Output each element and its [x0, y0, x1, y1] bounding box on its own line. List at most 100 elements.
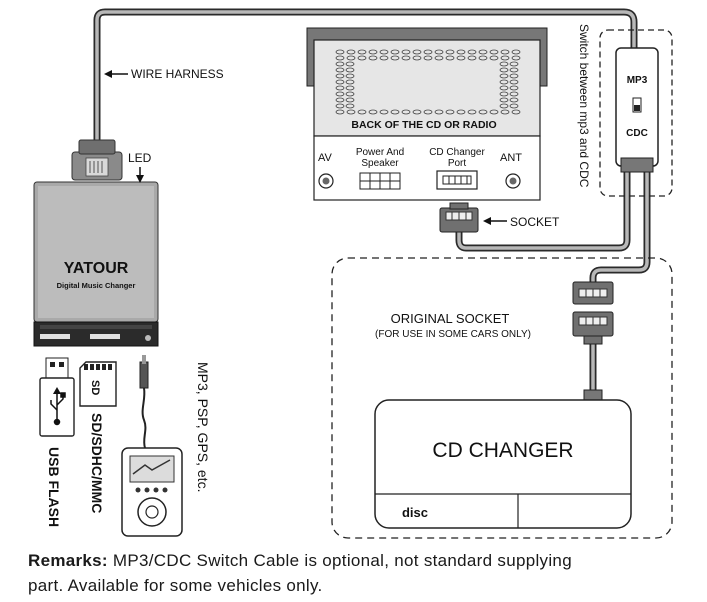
vent-hole	[445, 49, 455, 55]
vent-hole	[412, 49, 422, 55]
mp3-player	[121, 355, 183, 537]
vent-hole	[335, 61, 345, 67]
vent-hole	[412, 55, 422, 61]
original-socket-bottom	[572, 311, 614, 345]
vent-hole	[509, 73, 519, 79]
led-callout: LED	[128, 151, 152, 183]
vent-hole	[456, 55, 466, 61]
remarks-line-2: part. Available for some vehicles only.	[28, 576, 323, 595]
vent-hole	[379, 49, 389, 55]
switch-description: Switch between mp3 and CDC	[577, 24, 591, 188]
vent-hole	[345, 61, 355, 67]
vent-hole	[509, 103, 519, 109]
vent-hole	[434, 55, 444, 61]
vent-hole	[423, 55, 433, 61]
vent-hole	[511, 109, 521, 115]
vent-hole	[379, 55, 389, 61]
vent-hole	[335, 73, 345, 79]
sd-mmc-label: SD/SDHC/MMC	[89, 413, 105, 513]
vent-hole	[509, 79, 519, 85]
vent-hole	[335, 109, 345, 115]
vent-hole	[335, 55, 345, 61]
disc-logo: disc	[402, 505, 428, 520]
sd-card: SD	[79, 361, 117, 407]
vent-hole	[489, 49, 499, 55]
usb-flash-drive	[39, 357, 75, 437]
vent-hole	[511, 55, 521, 61]
original-socket-top	[572, 281, 614, 305]
vent-hole	[357, 49, 367, 55]
power-speaker-label-2: Speaker	[361, 158, 399, 169]
vent-hole	[509, 61, 519, 67]
cdc-port	[436, 170, 478, 190]
original-socket-label: ORIGINAL SOCKET	[391, 311, 510, 326]
vent-hole	[390, 49, 400, 55]
vent-hole	[357, 55, 367, 61]
vent-hole	[345, 85, 355, 91]
vent-hole	[434, 49, 444, 55]
vent-hole	[509, 85, 519, 91]
socket-label: SOCKET	[510, 215, 560, 229]
for-use-label: (FOR USE IN SOME CARS ONLY)	[375, 329, 531, 340]
vent-hole	[390, 109, 400, 115]
usb-icon	[50, 387, 66, 426]
socket-callout: SOCKET	[483, 215, 560, 229]
vent-hole	[345, 103, 355, 109]
vent-hole	[423, 109, 433, 115]
switch-cdc-label: CDC	[626, 128, 648, 139]
vent-hole	[335, 79, 345, 85]
vent-hole	[346, 109, 356, 115]
usb-flash-label: USB FLASH	[46, 447, 62, 527]
wire-harness-callout: WIRE HARNESS	[104, 67, 224, 81]
vent-hole	[500, 55, 510, 61]
mp3-psp-label: MP3, PSP, GPS, etc.	[195, 362, 211, 492]
vent-hole	[499, 79, 509, 85]
vent-hole	[456, 49, 466, 55]
radio-back-panel: BACK OF THE CD OR RADIO AV Power And Spe…	[306, 27, 548, 201]
vent-hole	[456, 109, 466, 115]
radio-back-label: BACK OF THE CD OR RADIO	[351, 119, 496, 131]
vent-hole	[335, 85, 345, 91]
sd-card-logo: SD	[89, 380, 101, 395]
remarks-heading: Remarks:	[28, 551, 108, 570]
mp3-cdc-switch: MP3 CDC	[615, 47, 659, 173]
vent-hole	[499, 61, 509, 67]
vent-hole	[345, 91, 355, 97]
vent-hole	[499, 85, 509, 91]
ant-label: ANT	[500, 152, 522, 164]
yatour-device: YATOUR Digital Music Changer	[33, 139, 159, 347]
vent-hole	[478, 109, 488, 115]
vent-hole	[412, 109, 422, 115]
vent-hole	[499, 97, 509, 103]
vent-hole	[390, 55, 400, 61]
vent-hole	[368, 49, 378, 55]
vent-hole	[346, 55, 356, 61]
vent-hole	[335, 91, 345, 97]
vent-hole	[357, 109, 367, 115]
vent-hole	[379, 109, 389, 115]
vent-hole	[335, 49, 345, 55]
vent-hole	[467, 49, 477, 55]
av-label: AV	[318, 152, 333, 164]
vent-hole	[478, 49, 488, 55]
vent-hole	[335, 103, 345, 109]
vent-hole	[335, 67, 345, 73]
vent-hole	[499, 103, 509, 109]
power-speaker-label-1: Power And	[356, 147, 404, 158]
radio-vent-grid	[335, 49, 521, 115]
cables	[93, 8, 651, 396]
vent-hole	[489, 55, 499, 61]
vent-hole	[489, 109, 499, 115]
vent-hole	[478, 55, 488, 61]
vent-hole	[509, 91, 519, 97]
vent-hole	[401, 109, 411, 115]
vent-hole	[499, 67, 509, 73]
cd-changer-dashed-frame	[331, 257, 673, 539]
vent-hole	[467, 55, 477, 61]
switch-to-original-socket-cable	[589, 168, 651, 286]
vent-hole	[499, 73, 509, 79]
vent-hole	[500, 109, 510, 115]
device-brand-subtitle: Digital Music Changer	[57, 281, 136, 290]
vent-hole	[401, 49, 411, 55]
vent-hole	[368, 109, 378, 115]
